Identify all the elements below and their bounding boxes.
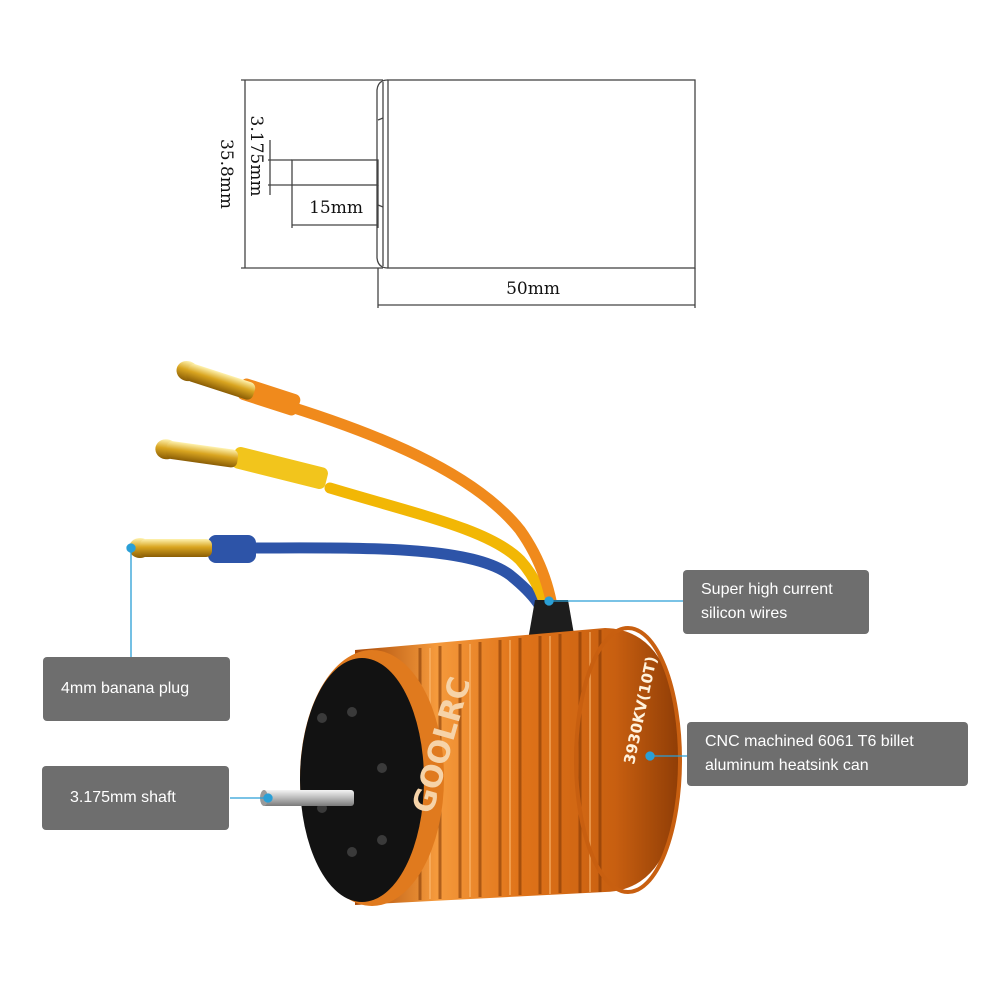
shaft-diameter-label: 3.175mm	[246, 116, 266, 197]
callout-heatsink-line1: CNC machined 6061 T6 billet	[705, 733, 914, 750]
banana-plug-blue	[129, 538, 212, 558]
blue-wire	[244, 542, 556, 636]
body-diameter-label: 35.8mm	[216, 139, 236, 209]
blue-sleeve	[208, 535, 256, 563]
callout-shaft-line1: 3.175mm shaft	[70, 789, 176, 806]
body-length-label: 50mm	[506, 279, 560, 299]
callout-heatsink-line2: aluminum heatsink can	[705, 757, 869, 774]
callout-wires-line1: Super high current	[701, 581, 833, 598]
end-cap	[300, 658, 424, 902]
banana-plug-orange	[176, 360, 256, 400]
shaft-outline	[291, 159, 379, 186]
orange-wire	[269, 396, 561, 636]
motor-body-outline	[387, 79, 696, 269]
yellow-sleeve	[232, 446, 328, 490]
callout-wires-line2: silicon wires	[701, 605, 788, 622]
wires	[244, 396, 561, 636]
motor-can	[300, 626, 682, 906]
motor-bell-outline	[376, 79, 389, 269]
callout-wires: Super high current silicon wires	[683, 570, 869, 634]
dimension-drawing: 35.8mm 3.175mm 15mm 50mm	[216, 79, 696, 308]
callout-plug: 4mm banana plug	[43, 657, 230, 721]
shaft	[262, 790, 354, 806]
banana-plug-yellow	[155, 439, 239, 468]
callout-shaft: 3.175mm shaft	[42, 766, 229, 830]
shaft-length-label: 15mm	[309, 198, 363, 218]
callout-heatsink: CNC machined 6061 T6 billet aluminum hea…	[687, 722, 968, 786]
callout-plug-line1: 4mm banana plug	[61, 680, 190, 697]
wire-grommet	[528, 600, 575, 640]
